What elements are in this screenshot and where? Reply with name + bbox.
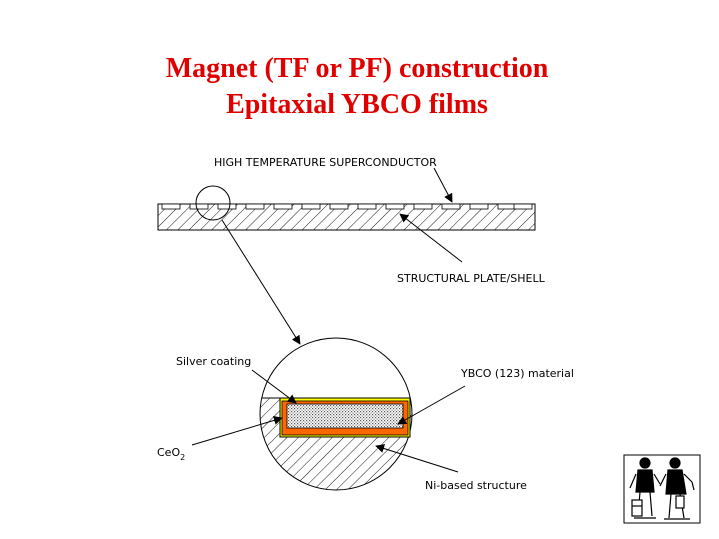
superconductor-segments [161,203,533,210]
ceo2-leader [191,416,283,446]
silver-coating-label: Silver coating [176,355,251,368]
leader-lines [191,167,466,473]
hts-label: HIGH TEMPERATURE SUPERCONDUCTOR [214,156,437,169]
structural-leader [399,213,463,263]
ybco-label: YBCO (123) material [460,367,574,380]
detail-leader [221,219,301,345]
detail-view [259,337,413,491]
title-line-2: Epitaxial YBCO films [226,89,488,120]
title-line-1: Magnet (TF or PF) construction [165,53,549,84]
ybco-layer [286,403,404,429]
ni-leader [375,444,459,473]
structural-plate [157,203,536,231]
ybco-leader [397,385,466,425]
ceo2-label-subscript: 2 [180,453,185,462]
hts-leader [433,167,453,203]
detail-marker-circle [195,185,231,221]
two-workers-logo-icon [623,454,701,524]
ceo2-label: CeO2 [157,446,185,462]
structural-label: STRUCTURAL PLATE/SHELL [397,272,546,285]
ceo2-label-main: CeO [157,446,180,459]
ni-structure-label: Ni-based structure [425,479,527,492]
silver-leader [251,369,297,404]
